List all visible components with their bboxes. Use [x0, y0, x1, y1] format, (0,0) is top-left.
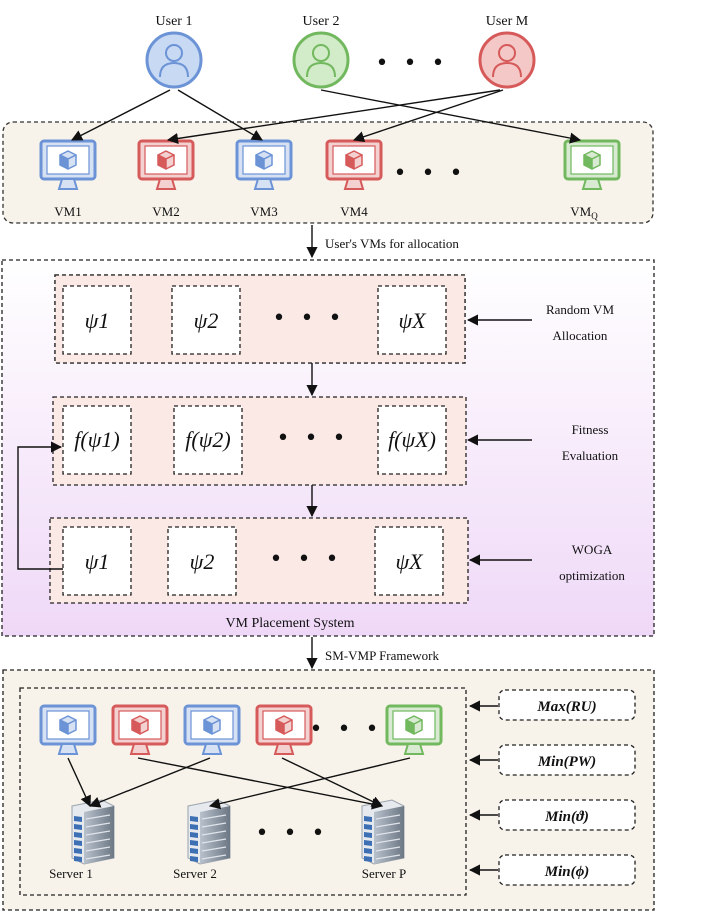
user-1-label: User 1 — [156, 14, 193, 29]
user-m-label: User M — [486, 14, 529, 29]
row2-cell-2: f(ψ2) — [185, 427, 230, 452]
server-icon-1 — [71, 799, 115, 865]
user-2-label: User 2 — [303, 14, 340, 29]
vm4-label: VM4 — [340, 204, 368, 219]
server-2-label: Server 2 — [173, 866, 217, 881]
row3-cell-1: ψ1 — [85, 549, 110, 574]
vm-monitor-1 — [39, 139, 97, 190]
objective-2: Min(PW) — [537, 754, 596, 770]
feedback-loop-arrow — [17, 441, 63, 570]
objective-1: Max(RU) — [536, 699, 596, 715]
framework-vm-monitor-3 — [183, 704, 241, 755]
users-ellipsis: • • • — [376, 51, 449, 76]
servers-ellipsis: • • • — [256, 821, 329, 846]
objective-3: Min(ϑ) — [544, 809, 589, 825]
user-vm-arrows — [71, 89, 582, 145]
vm3-label: VM3 — [250, 204, 277, 219]
user-1: User 1 — [145, 14, 203, 89]
placement-title: VM Placement System — [225, 616, 354, 631]
framework-vm-monitor-4 — [255, 704, 313, 755]
framework-vm-monitor-2 — [111, 704, 169, 755]
vms-ellipsis: • • • — [394, 161, 467, 186]
row1-cell-x: ψX — [398, 308, 427, 333]
flow-label-2: SM-VMP Framework — [325, 648, 439, 663]
server-icon-2 — [187, 799, 231, 865]
row3-cell-2: ψ2 — [190, 549, 215, 574]
row1-cell-1: ψ1 — [85, 308, 110, 333]
user-m: User M — [478, 14, 536, 89]
server-icon-3 — [361, 799, 405, 865]
row3-side-label-a: WOGA — [572, 542, 613, 557]
row-fitness-evaluation: f(ψ1) f(ψ2) • • • f(ψX) — [52, 396, 467, 486]
objective-arrows — [468, 700, 498, 876]
row-woga-optimization: ψ1 ψ2 • • • ψX — [49, 517, 469, 604]
vm-monitor-3 — [235, 139, 293, 190]
vm-monitor-2 — [137, 139, 195, 190]
objectives: Max(RU) Min(PW) Min(ϑ) Min(ϕ) — [498, 689, 636, 886]
server-p-label: Server P — [362, 866, 406, 881]
objective-4: Min(ϕ) — [544, 864, 590, 880]
vmq-label: VMQ — [570, 204, 598, 221]
row2-ellipsis: • • • — [277, 426, 350, 451]
vm-monitor-5 — [563, 139, 621, 190]
server-1-label: Server 1 — [49, 866, 93, 881]
row3-side-label-b: optimization — [559, 568, 625, 583]
user-2: User 2 — [292, 14, 350, 89]
row1-cell-2: ψ2 — [194, 308, 219, 333]
row2-side-label-a: Fitness — [572, 422, 609, 437]
vm-server-arrows — [67, 757, 411, 810]
row2-cell-1: f(ψ1) — [74, 427, 119, 452]
row-random-allocation: ψ1 ψ2 • • • ψX — [54, 274, 466, 364]
vm2-label: VM2 — [152, 204, 179, 219]
framework-vm-monitor-1 — [39, 704, 97, 755]
vm1-label: VM1 — [54, 204, 81, 219]
row1-side-label-a: Random VM — [546, 302, 614, 317]
row3-ellipsis: • • • — [270, 547, 343, 572]
framework-vms-ellipsis: • • • — [310, 717, 383, 742]
row3-cell-x: ψX — [395, 549, 424, 574]
row2-cell-x: f(ψX) — [388, 427, 436, 452]
row1-side-label-b: Allocation — [553, 328, 608, 343]
flow-label-1: User's VMs for allocation — [325, 236, 459, 251]
row1-ellipsis: • • • — [273, 306, 346, 331]
row2-side-label-b: Evaluation — [562, 448, 619, 463]
framework-vm-monitor-5 — [385, 704, 443, 755]
